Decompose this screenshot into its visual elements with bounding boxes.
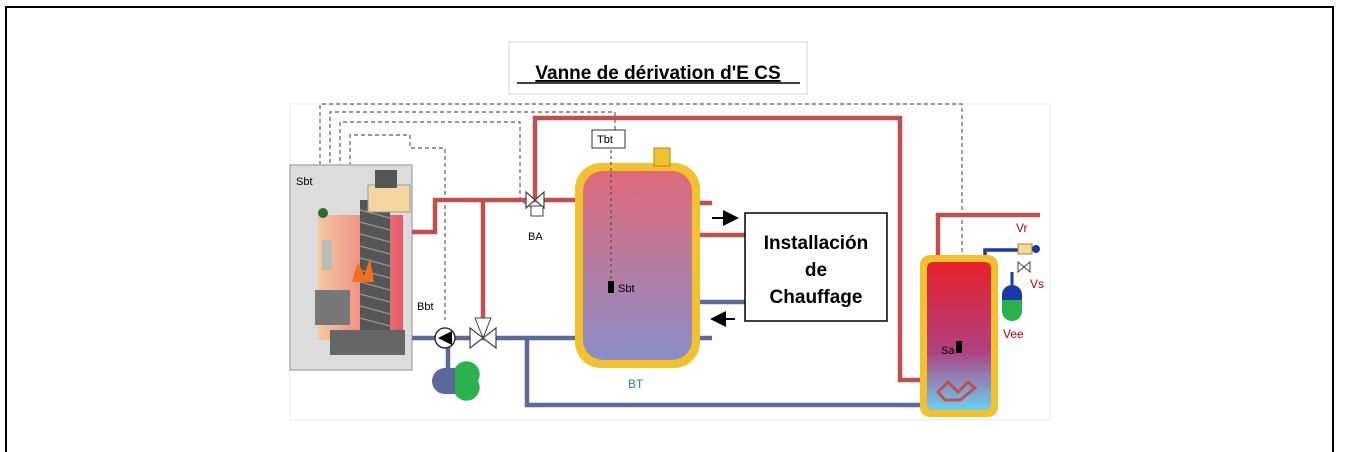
pump-icon bbox=[438, 331, 452, 345]
hot-pipes bbox=[412, 115, 1040, 383]
installation-line3: Chauffage bbox=[770, 287, 863, 308]
title-box: Vanne de dérivation d'E CS bbox=[508, 41, 808, 95]
vee-label: Vee bbox=[1003, 327, 1024, 341]
control-wiring bbox=[319, 103, 963, 395]
bt-label: BT bbox=[628, 377, 644, 391]
expansion-vessel-boiler bbox=[432, 361, 480, 401]
vr-label: Vr bbox=[1016, 221, 1028, 235]
dhw-sensor-icon bbox=[956, 341, 962, 353]
ba-label: BA bbox=[528, 231, 543, 243]
tank-sensor-label: Sbt bbox=[618, 283, 635, 295]
boiler-sensor-label: Sbt bbox=[296, 176, 313, 188]
flame-icon bbox=[352, 258, 374, 282]
ba-valve: BA bbox=[525, 190, 545, 243]
sa-label: Sa bbox=[941, 345, 955, 357]
buffer-tank: Sbt Tbt BT bbox=[575, 129, 700, 391]
flow-arrows bbox=[710, 210, 739, 327]
pump-bbt: Bbt bbox=[417, 301, 456, 349]
sensor-icon bbox=[318, 208, 328, 218]
tbt-label: Tbt bbox=[597, 134, 613, 146]
boiler: Sbt bbox=[289, 164, 413, 371]
diagram-title: Vanne de dérivation d'E CS bbox=[535, 63, 780, 84]
dhw-accessories: Vr Vs Vee bbox=[1002, 221, 1044, 341]
bbt-label: Bbt bbox=[417, 301, 434, 313]
installation-line1: Installación bbox=[764, 233, 869, 254]
tank-sensor-icon bbox=[608, 281, 614, 293]
vs-label: Vs bbox=[1030, 277, 1044, 291]
heat-exchanger-coil bbox=[935, 379, 978, 402]
mixing-valve bbox=[469, 317, 497, 350]
installation-line2: de bbox=[805, 260, 827, 281]
installation-box: Installación de Chauffage bbox=[744, 212, 888, 322]
dhw-tank: Sa bbox=[920, 255, 998, 417]
